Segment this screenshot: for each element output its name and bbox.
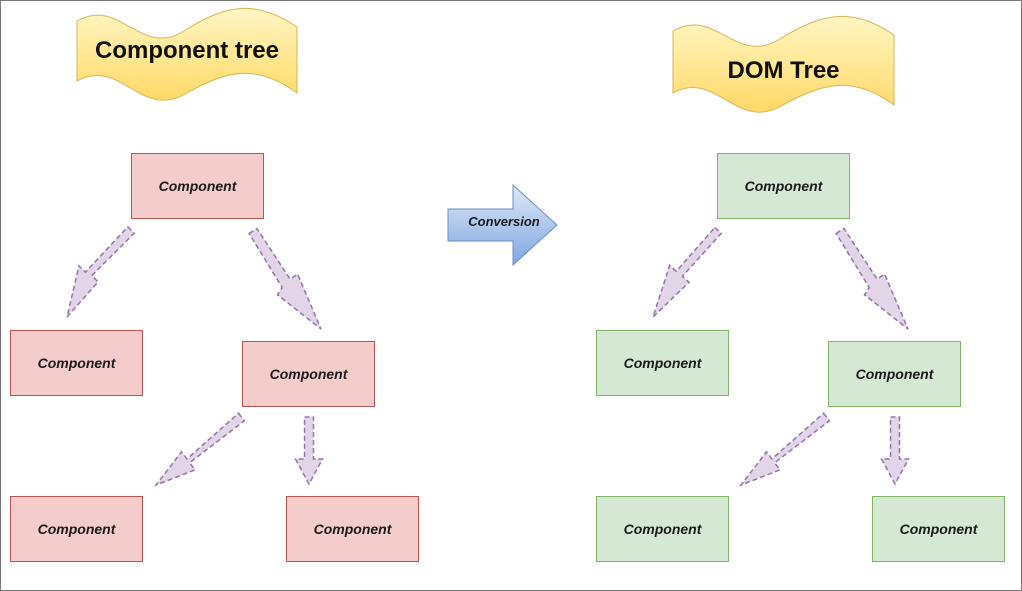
component-node-level1-left: Component	[10, 330, 143, 396]
edge-right-root-to-left	[652, 226, 723, 318]
dom-node-level2-right: Component	[872, 496, 1005, 562]
dom-node-level1-left: Component	[596, 330, 729, 396]
conversion-arrow	[447, 183, 558, 267]
component-node-level2-right: Component	[286, 496, 419, 562]
component-node-level2-left: Component	[10, 496, 143, 562]
edge-right-mid-to-right	[880, 416, 910, 486]
conversion-label: Conversion	[468, 214, 540, 229]
component-tree-title: Component tree	[94, 37, 279, 64]
dom-node-level1-right: Component	[828, 341, 961, 407]
banner-right-shape	[672, 16, 895, 113]
dom-node-root: Component	[717, 153, 850, 219]
component-node-level1-right: Component	[242, 341, 375, 407]
edge-left-mid-to-right	[294, 416, 324, 486]
edge-left-mid-to-left	[153, 412, 246, 487]
edge-left-root-to-left	[66, 225, 136, 318]
dom-node-level2-left: Component	[596, 496, 729, 562]
edge-right-mid-to-left	[738, 412, 831, 487]
edge-right-root-to-right	[835, 227, 909, 330]
edge-left-root-to-right	[248, 227, 322, 330]
dom-tree-title: DOM Tree	[727, 57, 840, 84]
component-node-root: Component	[131, 153, 264, 219]
banner-left-shape	[76, 8, 298, 101]
